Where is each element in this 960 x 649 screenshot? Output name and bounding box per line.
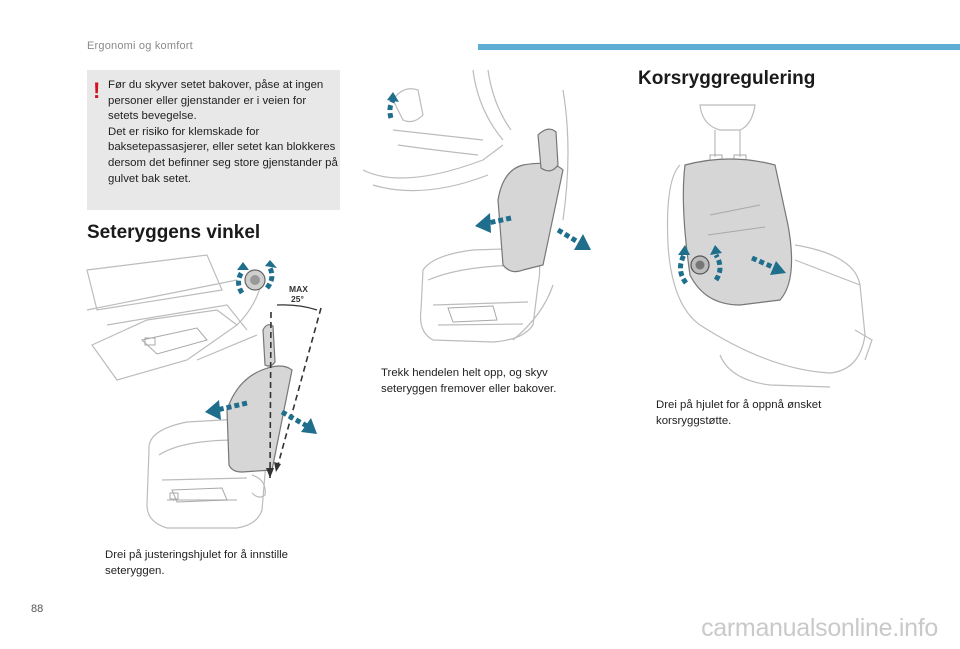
caption-seterygg-text: Drei på justeringshjulet for å innstille… xyxy=(105,549,288,577)
heading-seteryggens-vinkel: Seteryggens vinkel xyxy=(87,222,261,243)
caption-lever: Trekk hendelen helt opp, og skyv seteryg… xyxy=(363,366,593,397)
angle-label: 25° xyxy=(291,294,304,304)
warning-paragraph-2: Det er risiko for klemskade for baksetep… xyxy=(108,125,338,185)
section-header: Ergonomi og komfort xyxy=(87,40,193,52)
heading-korsryggregulering: Korsryggregulering xyxy=(638,68,816,89)
seat-lever-illustration xyxy=(362,69,591,343)
page-number: 88 xyxy=(31,603,44,615)
caption-lever-text: Trekk hendelen helt opp, og skyv seteryg… xyxy=(381,367,557,395)
seat-recline-illustration xyxy=(86,254,322,529)
warning-text: Før du skyver setet bakover, påse at ing… xyxy=(108,78,338,187)
caption-korsrygg-text: Drei på hjulet for å oppnå ønsket korsry… xyxy=(656,399,822,427)
warning-paragraph-1: Før du skyver setet bakover, påse at ing… xyxy=(108,79,324,123)
warning-icon: ! xyxy=(93,78,101,103)
warning-box xyxy=(87,70,340,210)
max-label: MAX xyxy=(289,284,308,294)
lumbar-illustration xyxy=(666,104,873,388)
caption-korsrygg: Drei på hjulet for å oppnå ønsket korsry… xyxy=(638,398,878,429)
section-header-bar xyxy=(478,44,960,50)
caption-seterygg: Drei på justeringshjulet for å innstille… xyxy=(87,548,327,579)
watermark: carmanualsonline.info xyxy=(701,614,938,642)
